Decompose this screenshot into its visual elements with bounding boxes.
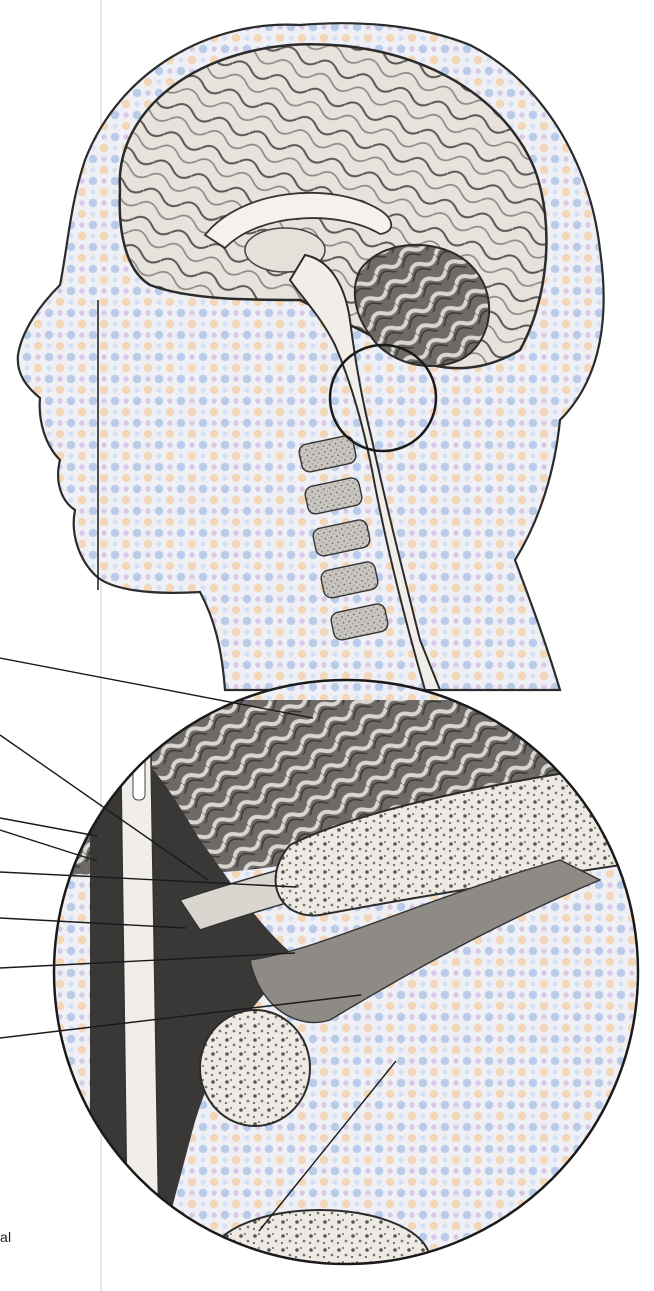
cropped-label: al <box>0 1229 11 1245</box>
leader-line <box>0 818 97 836</box>
magnified-detail <box>40 680 654 1291</box>
